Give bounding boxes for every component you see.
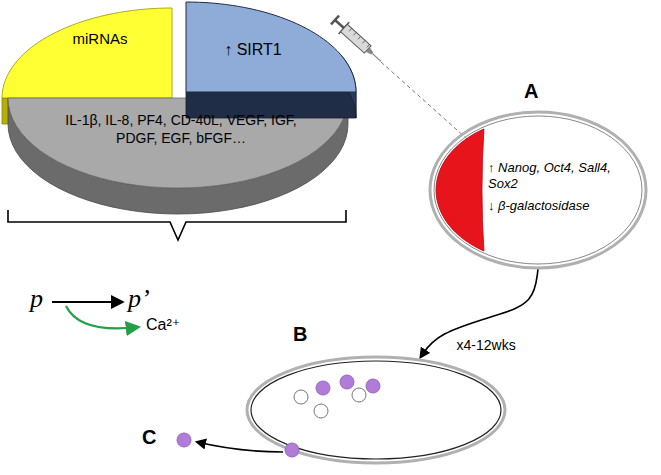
- vesicle-dot: [285, 443, 299, 457]
- cell: B: [245, 355, 507, 465]
- pie-label: miRNAs: [40, 30, 160, 49]
- cell-outline: [245, 355, 507, 465]
- panel-letter: A: [524, 80, 538, 103]
- syringe: [330, 14, 387, 67]
- vesicle-dot: [294, 390, 308, 404]
- pie-slice: [2, 8, 172, 98]
- bracket: [8, 210, 346, 240]
- release-arrow: [66, 306, 138, 328]
- pie-slice: [186, 2, 356, 92]
- vesicle-dot: [316, 381, 330, 395]
- ion-label: Ca²⁺: [146, 315, 180, 334]
- reaction-arrow: [52, 301, 122, 303]
- product-label: p’: [128, 284, 150, 314]
- connector: [421, 269, 538, 357]
- pie-label: IL-1β, IL-8, PF4, CD-40L, VEGF, IGF, PDG…: [50, 112, 312, 147]
- panel-letter: C: [142, 426, 156, 449]
- vesicle-dot: [340, 375, 354, 389]
- pie-chart: [2, 2, 356, 214]
- release-arrow: [197, 442, 283, 452]
- panel-letter: B: [293, 323, 307, 346]
- reactant-label: p: [30, 284, 43, 314]
- cell: A↑ Nanog, Oct4, Sall4, Sox2↓ β-galactosi…: [428, 110, 648, 270]
- vesicle-dot: [352, 388, 366, 402]
- segment-text: ↑ SIRT1: [198, 40, 308, 60]
- segment-text: miRNAs: [40, 30, 160, 49]
- edge-label: x4-12wks: [457, 337, 516, 353]
- marker-text: ↑ Nanog, Oct4, Sall4, Sox2: [488, 160, 622, 193]
- vesicle-dot: [177, 433, 191, 447]
- crescent: [436, 129, 484, 251]
- vesicle-dot: [366, 379, 380, 393]
- pie-label: ↑ SIRT1: [198, 40, 308, 60]
- segment-text: IL-1β, IL-8, PF4, CD-40L, VEGF, IGF, PDG…: [50, 112, 312, 147]
- marker-text: ↓ β-galactosidase: [488, 198, 622, 214]
- vesicle-dot: [314, 404, 328, 418]
- cell-outline: [428, 110, 648, 270]
